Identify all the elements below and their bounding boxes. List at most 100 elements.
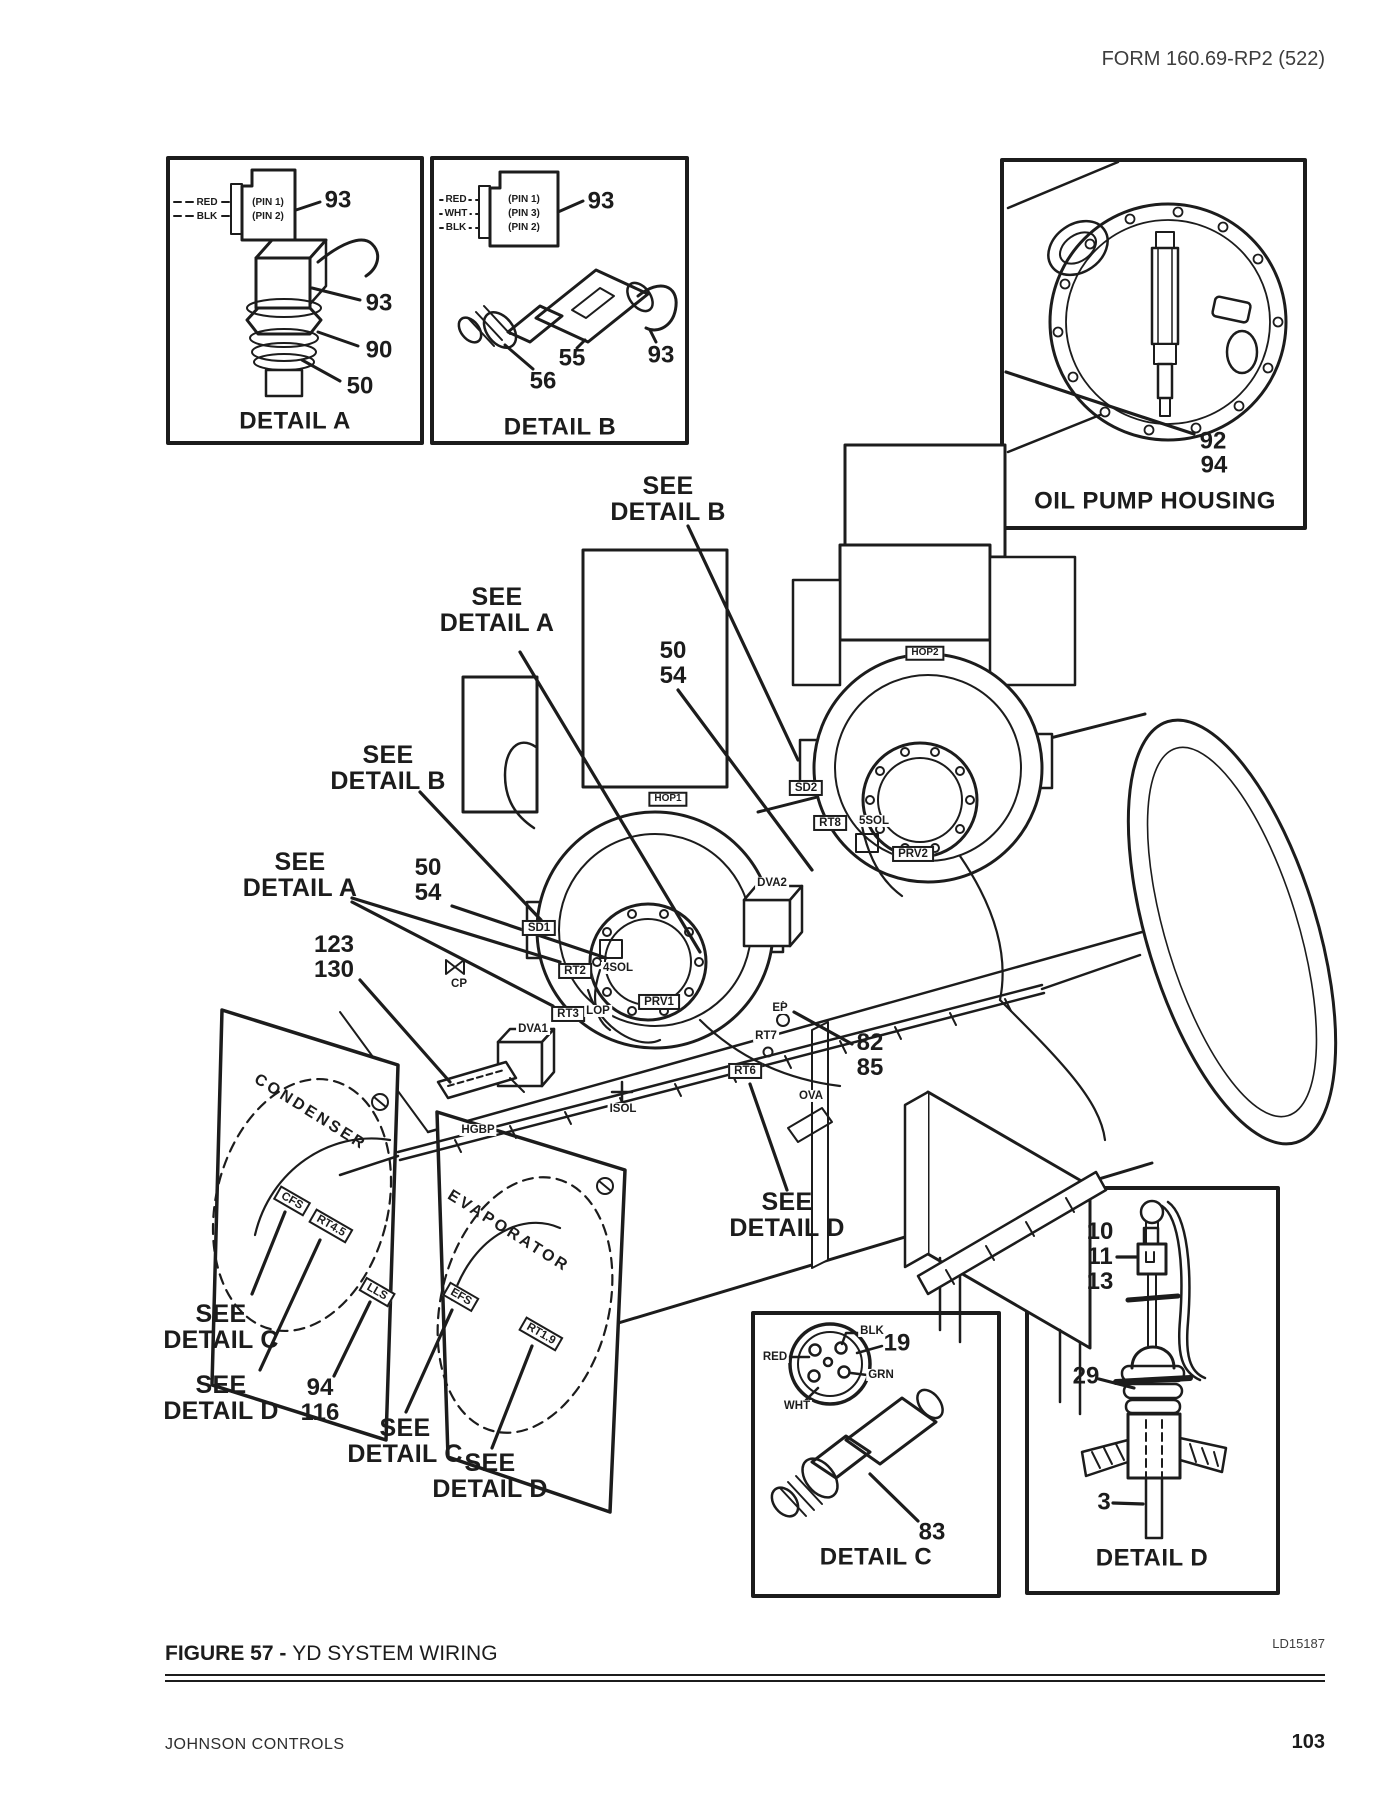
condenser-plate xyxy=(210,1008,400,1442)
detail-a-wire-red: RED xyxy=(194,196,220,209)
num-line: 130 xyxy=(313,956,355,983)
hgbp-device xyxy=(436,1060,525,1100)
see-detail-a-callout-2: SEE DETAIL A xyxy=(243,847,357,901)
ova-device xyxy=(787,1107,833,1143)
see-line: SEE xyxy=(195,1299,247,1328)
page-number: 103 xyxy=(1291,1731,1325,1753)
detail-line: DETAIL C xyxy=(163,1326,279,1354)
tag-hop1: HOP1 xyxy=(648,791,688,807)
detail-a-wire-blk: BLK xyxy=(194,210,220,223)
num-line: 82 xyxy=(856,1028,884,1056)
tag-dva1: DVA1 xyxy=(516,1022,550,1036)
detail-c-art xyxy=(770,1322,944,1523)
callout-92: 92 xyxy=(1199,427,1227,455)
detail-b-pin-1: (PIN 1) xyxy=(506,193,542,206)
company-name: JOHNSON CONTROLS xyxy=(165,1736,345,1753)
detail-b-caption: DETAIL B xyxy=(503,413,617,441)
tag-rt2: RT2 xyxy=(558,962,592,980)
tag-rt7: RT7 xyxy=(753,1029,779,1043)
detail-b-wire-blk: BLK xyxy=(443,221,469,234)
see-line: SEE xyxy=(642,471,694,500)
inset-box-frames xyxy=(166,156,1307,1598)
see-detail-c-callout-1: SEE DETAIL C xyxy=(163,1299,279,1354)
see-line: SEE xyxy=(195,1370,247,1399)
tag-ep: EP xyxy=(770,1001,790,1015)
num-line: 50 xyxy=(659,636,687,664)
callout-93-b1: 93 xyxy=(587,187,615,215)
callout-19: 19 xyxy=(883,1329,911,1357)
num-line: 123 xyxy=(313,930,355,958)
callout-10-11-13: 10 11 13 xyxy=(1087,1219,1114,1295)
panel-cable xyxy=(503,741,538,830)
num-line: 54 xyxy=(414,879,442,906)
detail-line: DETAIL A xyxy=(439,609,555,637)
evaporator-plate xyxy=(435,1110,627,1514)
callout-94-op: 94 xyxy=(1200,451,1228,479)
num-line: 11 xyxy=(1087,1243,1113,1271)
detail-c-wire-wht: WHT xyxy=(781,1399,813,1413)
detail-b-pin-2: (PIN 2) xyxy=(506,221,542,234)
figure-title: YD SYSTEM WIRING xyxy=(292,1642,498,1665)
cables xyxy=(586,824,1107,1142)
detail-a-caption: DETAIL A xyxy=(239,407,351,435)
tag-cp: CP xyxy=(449,977,469,991)
upper-panels xyxy=(461,443,1077,814)
detail-a-art xyxy=(173,168,380,398)
see-detail-d-callout-2: SEE DETAIL D xyxy=(163,1370,278,1424)
drawing-code: LD15187 xyxy=(1272,1636,1325,1651)
detail-line: DETAIL D xyxy=(729,1214,845,1242)
callout-83: 83 xyxy=(918,1518,946,1546)
tag-4sol: 4SOL xyxy=(600,961,636,975)
see-line: SEE xyxy=(761,1187,813,1216)
num-line: 54 xyxy=(659,662,687,689)
oil-pump-art xyxy=(1004,160,1288,454)
tag-rt6: RT6 xyxy=(728,1062,762,1080)
callout-55: 55 xyxy=(558,344,586,372)
see-line: SEE xyxy=(274,847,326,876)
detail-c-wire-red: RED xyxy=(760,1350,790,1364)
detail-d-art xyxy=(1080,1199,1228,1540)
form-number: FORM 160.69-RP2 (522) xyxy=(1101,48,1325,70)
solenoid-5sol xyxy=(855,833,879,853)
leader-lines xyxy=(250,524,854,1450)
detail-line: DETAIL B xyxy=(330,767,446,795)
callout-123-130: 123 130 xyxy=(313,930,355,983)
tag-dva2: DVA2 xyxy=(755,876,789,890)
callout-3: 3 xyxy=(1097,1488,1111,1516)
callout-82-85: 82 85 xyxy=(856,1028,884,1081)
see-detail-c-callout-2: SEE DETAIL C xyxy=(347,1414,462,1467)
num-line: 50 xyxy=(414,853,442,881)
footer-rule-2 xyxy=(165,1680,1325,1682)
callout-29: 29 xyxy=(1072,1362,1100,1390)
callout-93-a1: 93 xyxy=(324,186,352,214)
detail-b-wire-wht: WHT xyxy=(442,207,470,220)
see-detail-d-callout-3: SEE DETAIL D xyxy=(432,1448,548,1503)
cp-valve xyxy=(445,959,465,975)
tag-lop: LOP xyxy=(584,1004,612,1018)
num-line: 85 xyxy=(856,1054,884,1081)
callout-56: 56 xyxy=(529,367,557,395)
ep-device xyxy=(776,1013,790,1027)
detail-line: DETAIL D xyxy=(432,1475,548,1503)
detail-d-caption: DETAIL D xyxy=(1095,1544,1209,1572)
separator-box xyxy=(903,1090,1108,1416)
see-line: SEE xyxy=(464,1448,516,1477)
see-detail-a-callout-1: SEE DETAIL A xyxy=(439,583,555,637)
tag-sd2: SD2 xyxy=(788,779,824,797)
callout-93-b2: 93 xyxy=(647,341,675,369)
tag-rt8: RT8 xyxy=(813,814,847,832)
oil-pump-caption: OIL PUMP HOUSING xyxy=(1034,487,1276,515)
num-line: 10 xyxy=(1086,1218,1114,1246)
detail-c-caption: DETAIL C xyxy=(819,1543,933,1571)
num-line: 13 xyxy=(1086,1268,1114,1296)
num-line: 94 xyxy=(306,1373,334,1401)
detail-a-pin-2: (PIN 2) xyxy=(250,210,286,223)
num-line: 116 xyxy=(300,1399,340,1426)
tag-rt3: RT3 xyxy=(551,1005,585,1023)
tag-sd1: SD1 xyxy=(521,919,557,937)
solenoid-4sol xyxy=(599,939,623,959)
detail-c-wire-grn: GRN xyxy=(866,1368,896,1382)
callout-90: 90 xyxy=(365,336,393,364)
tag-prv1: PRV1 xyxy=(638,993,680,1011)
